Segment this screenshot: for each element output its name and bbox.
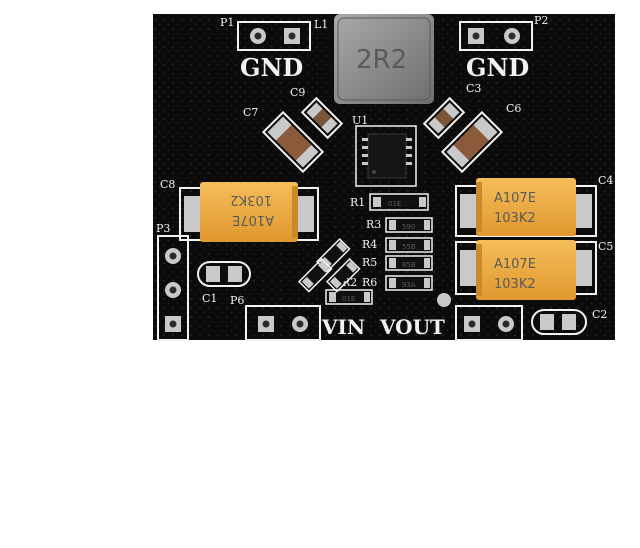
tantalum-designator: C8 [160, 178, 175, 191]
cap-designator: C6 [506, 102, 521, 115]
cap-designator: C7 [243, 106, 258, 119]
vin-label: VIN [321, 315, 365, 339]
resistor-designator: R5 [362, 256, 377, 269]
tantalum-line2: 103K2 [494, 211, 536, 226]
resistor-r4: R4 55B [362, 237, 433, 253]
resistor-r1: R1 01E [350, 193, 429, 211]
tantalum-c5: A107E 103K2 C5 [455, 240, 613, 300]
cap-c9 [300, 96, 344, 140]
cap-designator: C1 [202, 292, 217, 305]
resistor-marking: 55B [402, 243, 416, 251]
resistor-designator: R6 [362, 276, 377, 289]
header-p1: P1 GND [220, 16, 311, 82]
cap-designator: C3 [466, 82, 481, 95]
resistor-designator: R1 [350, 196, 365, 209]
header-p2: P2 GND [459, 14, 548, 82]
cap-c2: C2 [531, 308, 607, 335]
resistor-r5: R5 85B [362, 255, 433, 271]
header-designator: P1 [220, 16, 234, 29]
tantalum-c8: 103K2 A107E C8 [160, 178, 319, 242]
cap-c6 [440, 110, 504, 174]
resistor-r6: R6 93A [362, 275, 433, 291]
cap-designator: C9 [290, 86, 305, 99]
header-designator: P6 [230, 294, 244, 307]
tantalum-designator: C4 [598, 174, 613, 187]
tantalum-line1: A107E [494, 191, 536, 206]
header-vout [437, 293, 523, 341]
resistor-designator: R3 [366, 218, 381, 231]
tantalum-line2: 103K2 [494, 277, 536, 292]
tantalum-designator: C5 [598, 240, 613, 253]
inductor-designator: L1 [314, 18, 328, 31]
header-p6: P6 [230, 294, 321, 341]
ic-u1: U1 [352, 114, 417, 187]
cap-c3 [422, 96, 466, 140]
header-designator: P3 [156, 222, 170, 235]
cap-designator: C2 [592, 308, 607, 321]
cap-c7 [261, 110, 325, 174]
inductor-l1: 2R2 L1 [314, 14, 434, 104]
tantalum-line1: 103K2 [230, 192, 272, 207]
resistor-marking: 01E [388, 200, 401, 208]
inductor-marking: 2R2 [356, 45, 407, 75]
header-label: GND [240, 53, 303, 82]
cap-c1: C1 [197, 261, 251, 305]
small-component [325, 257, 361, 293]
small-component [297, 257, 333, 293]
resistor-r3: R3 590 [366, 217, 433, 233]
tantalum-line2: A107E [232, 212, 274, 227]
resistor-marking: 590 [402, 223, 415, 231]
resistor-marking: 85B [402, 261, 416, 269]
header-label: GND [466, 53, 529, 82]
vout-label: VOUT [379, 315, 445, 339]
ic-designator: U1 [352, 114, 368, 127]
header-p3: P3 [156, 222, 189, 341]
resistor-marking: 01E [342, 295, 355, 303]
resistor-marking: 93A [402, 281, 416, 289]
header-designator: P2 [534, 14, 548, 27]
tantalum-c4: A107E 103K2 C4 [455, 174, 613, 237]
tantalum-line1: A107E [494, 257, 536, 272]
resistor-designator: R4 [362, 238, 377, 251]
